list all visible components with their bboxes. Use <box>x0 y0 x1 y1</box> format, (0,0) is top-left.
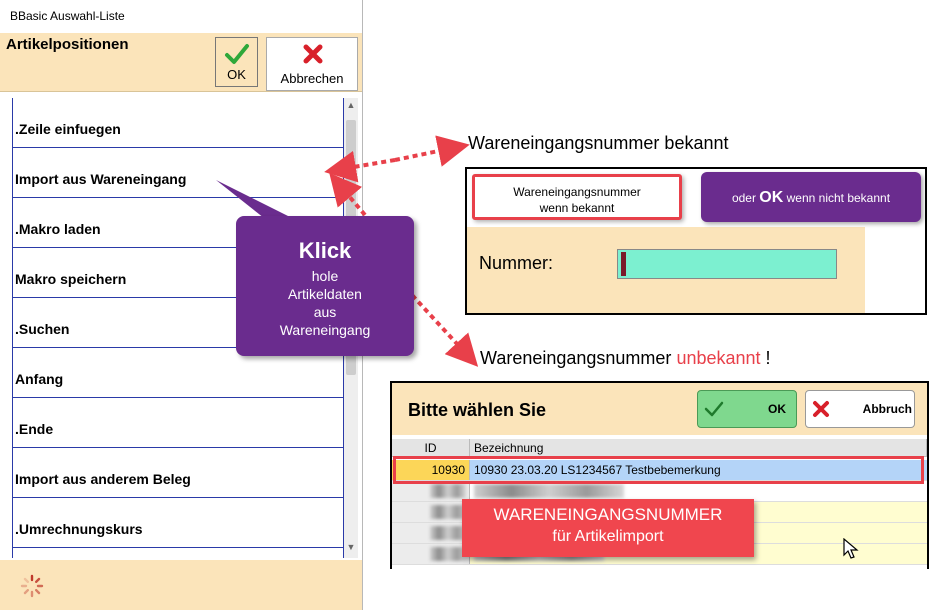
list-item[interactable]: Makro speichern <box>13 248 343 298</box>
list-item[interactable]: Anfang <box>13 348 343 398</box>
close-icon <box>303 44 323 64</box>
row-id-blurred <box>392 544 470 564</box>
annotation-known: Wareneingangsnummer bekannt <box>468 133 729 153</box>
list-item[interactable]: .Zeile einfuegen <box>13 98 343 148</box>
known-number-panel: Wareneingangsnummer wenn bekannt oder OK… <box>465 167 927 315</box>
wareneingangsnummer-callout: WARENEINGANGSNUMMER für Artikelimport <box>462 499 754 557</box>
mouse-cursor-icon <box>843 538 859 559</box>
selection-dialog: BBasic Auswahl-Liste Artikelpositionen O… <box>0 0 363 610</box>
arrow-known-right <box>394 135 470 167</box>
cancel-button-label: Abbruch <box>862 402 912 416</box>
loading-spinner-icon <box>20 574 44 598</box>
klick-callout: Klick hole Artikeldaten aus Wareneingang <box>236 216 414 356</box>
column-header-id[interactable]: ID <box>392 439 470 457</box>
cancel-button-label: Abbrechen <box>280 71 344 86</box>
window-title: BBasic Auswahl-Liste <box>10 9 125 23</box>
list-item-label: .Umrechnungskurs <box>15 521 143 537</box>
number-hint-box: Wareneingangsnummer wenn bekannt <box>472 174 682 220</box>
list-item[interactable]: .Umrechnungskurs <box>13 498 343 548</box>
ok-button-label: OK <box>768 402 786 416</box>
choose-panel-header: Bitte wählen Sie OK Abbruch <box>392 383 927 435</box>
check-icon <box>704 401 724 417</box>
cancel-button[interactable]: Abbrechen <box>266 37 358 91</box>
number-hint-line2: wenn bekannt <box>539 201 615 215</box>
annotation-unknown-suffix: ! <box>760 348 771 368</box>
dialog-header: Artikelpositionen OK Abbrechen <box>0 33 362 92</box>
list-column: .Zeile einfuegen Import aus Wareneingang… <box>12 98 344 558</box>
list-item[interactable]: .Suchen <box>13 298 343 348</box>
list-item-import-wareneingang[interactable]: Import aus Wareneingang <box>13 148 343 198</box>
close-icon <box>813 401 829 417</box>
scroll-up-icon[interactable]: ▲ <box>346 100 356 110</box>
list-item[interactable]: Import aus anderem Beleg <box>13 448 343 498</box>
number-field-label: Nummer: <box>479 253 554 273</box>
list-item-label: Import aus Wareneingang <box>15 171 187 187</box>
list-item[interactable]: .Makro laden <box>13 198 343 248</box>
column-header-bezeichnung[interactable]: Bezeichnung <box>470 439 927 457</box>
text-cursor <box>621 252 626 276</box>
row-id-blurred <box>392 502 470 522</box>
choose-panel-title: Bitte wählen Sie <box>408 400 547 420</box>
row-id: 10930 <box>392 460 470 480</box>
list-item-label: Anfang <box>15 371 64 387</box>
window-titlebar: BBasic Auswahl-Liste <box>0 0 362 32</box>
list-item-label: Makro speichern <box>15 271 127 287</box>
ok-button[interactable]: OK <box>697 390 797 428</box>
cancel-button[interactable]: Abbruch <box>805 390 915 428</box>
number-input[interactable] <box>617 249 837 279</box>
table-row-selected[interactable]: 10930 10930 23.03.20 LS1234567 Testbebem… <box>392 460 927 481</box>
arrow-known-left <box>324 150 396 183</box>
ok-hint-bold: OK <box>759 189 784 206</box>
scroll-down-icon[interactable]: ▼ <box>346 542 356 552</box>
arrow-unknown-up <box>329 172 367 217</box>
callout-pointer <box>216 180 292 218</box>
ok-button-label: OK <box>227 67 246 82</box>
row-bezeichnung-blurred <box>470 481 927 501</box>
row-id-blurred <box>392 523 470 543</box>
klick-callout-line: Wareneingang <box>279 322 371 338</box>
row-id-blurred <box>392 481 470 501</box>
klick-callout-line: Artikeldaten <box>288 286 362 302</box>
annotation-unknown-word: unbekannt <box>676 348 761 368</box>
list-item-label: .Makro laden <box>15 221 101 237</box>
list-item[interactable]: .Ende <box>13 398 343 448</box>
header-title: Artikelpositionen <box>6 36 129 53</box>
ok-hint-box: oder OK wenn nicht bekannt <box>701 172 921 222</box>
ok-hint-suffix: wenn nicht bekannt <box>783 191 891 205</box>
ok-hint-prefix: oder <box>731 191 760 205</box>
selected-row-highlight <box>393 456 924 484</box>
wen-callout-line2: für Artikelimport <box>552 528 664 545</box>
klick-callout-line: aus <box>313 304 337 320</box>
list-item-label: .Ende <box>15 421 54 437</box>
annotation-unknown: Wareneingangsnummer unbekannt ! <box>480 348 771 369</box>
row-bezeichnung: 10930 23.03.20 LS1234567 Testbebemerkung <box>470 460 927 480</box>
annotation-unknown-prefix: Wareneingangsnummer <box>480 348 677 368</box>
check-icon <box>225 44 249 64</box>
list-item-label: Import aus anderem Beleg <box>15 471 191 487</box>
number-hint-line1: Wareneingangsnummer <box>513 185 641 199</box>
list-item-label: .Zeile einfuegen <box>15 121 121 137</box>
list-item-label: .Suchen <box>15 321 70 337</box>
wen-callout-line1: WARENEINGANGSNUMMER <box>493 505 723 524</box>
ok-button[interactable]: OK <box>215 37 258 87</box>
klick-callout-line: hole <box>311 268 339 284</box>
klick-callout-title: Klick <box>298 238 352 263</box>
dialog-footer <box>0 560 362 610</box>
